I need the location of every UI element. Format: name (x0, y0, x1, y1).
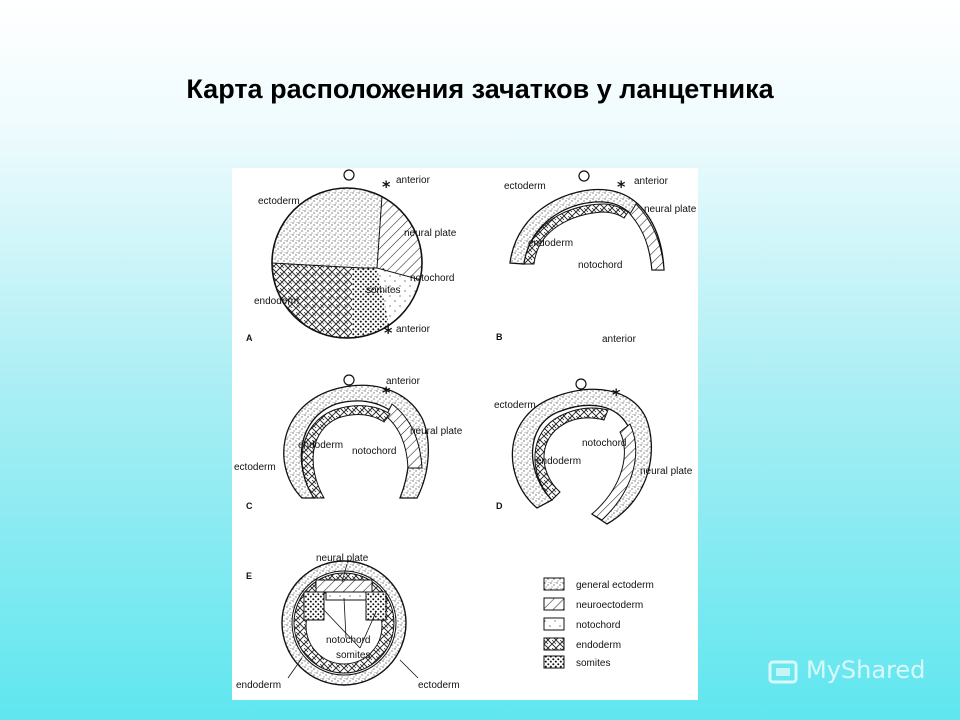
panel-e: neural plate notochord somites endoderm … (236, 553, 460, 691)
label-endoderm: endoderm (298, 440, 343, 451)
panel-letter: A (246, 333, 253, 343)
label-ectoderm: ectoderm (504, 181, 546, 192)
panel-c: * anterior neural plate notochord ectode… (234, 374, 463, 511)
label-endoderm: endoderm (236, 680, 281, 691)
ectoderm-arch (511, 388, 652, 525)
legend-label: notochord (576, 620, 620, 631)
label-anterior: anterior (634, 176, 669, 187)
label-ectoderm: ectoderm (418, 680, 460, 691)
legend-item-somites: somites (543, 655, 610, 669)
slide-title: Карта расположения зачатков у ланцетника (186, 74, 774, 104)
label-neural-plate: neural plate (644, 204, 697, 215)
legend: general ectoderm neuroectoderm notochord… (543, 577, 654, 669)
embryo-fate-map-figure: * * anterior ectoderm neural plate notoc… (232, 168, 698, 700)
polar-body-marker (343, 169, 355, 181)
panel-letter: C (246, 501, 253, 511)
legend-swatch (543, 637, 565, 651)
label-anterior: anterior (396, 324, 431, 335)
label-neural-plate: neural plate (640, 466, 693, 477)
polar-body-marker (578, 170, 590, 182)
label-somites: somites (366, 285, 400, 296)
fate-map-svg: * * anterior ectoderm neural plate notoc… (234, 169, 697, 691)
legend-label: somites (576, 658, 610, 669)
egg-outline (271, 187, 423, 339)
asterisk-marker: * (617, 177, 626, 196)
label-neural-plate: neural plate (410, 426, 463, 437)
legend-item-endoderm: endoderm (543, 637, 621, 651)
label-notochord: notochord (410, 273, 454, 284)
legend-swatch (543, 597, 565, 611)
notochord-region (325, 591, 367, 601)
panel-letter: D (496, 501, 503, 511)
legend-label: general ectoderm (576, 580, 654, 591)
label-somites: somites (336, 650, 370, 661)
label-endoderm: endoderm (536, 456, 581, 467)
label-notochord: notochord (352, 446, 396, 457)
myshared-logo-icon (768, 660, 798, 684)
label-notochord: notochord (326, 635, 370, 646)
legend-swatch (543, 577, 565, 591)
panel-letter: B (496, 332, 503, 342)
polar-body-marker (343, 374, 355, 386)
label-anterior: anterior (396, 175, 431, 186)
legend-swatch (543, 617, 565, 631)
panel-d: * ectoderm notochord endoderm neural pla… (494, 378, 693, 525)
polar-body-marker (575, 378, 587, 390)
label-ectoderm: ectoderm (234, 462, 276, 473)
label-endoderm: endoderm (254, 296, 299, 307)
label-neural-plate: neural plate (316, 553, 369, 564)
label-notochord: notochord (578, 260, 622, 271)
label-anterior: anterior (602, 334, 637, 345)
legend-item-general-ectoderm: general ectoderm (543, 577, 654, 591)
panel-letter: E (246, 571, 252, 581)
watermark-text: MyShared (806, 656, 926, 684)
legend-item-notochord: notochord (543, 617, 620, 631)
legend-swatch (543, 655, 565, 669)
panel-b: * ectoderm anterior neural plate endoder… (496, 170, 697, 345)
label-ectoderm: ectoderm (494, 400, 536, 411)
legend-item-neuroectoderm: neuroectoderm (543, 597, 643, 611)
label-anterior: anterior (386, 376, 421, 387)
legend-label: endoderm (576, 640, 621, 651)
somites-region (365, 591, 387, 621)
ectoderm-arch (283, 384, 429, 499)
panel-a: * * anterior ectoderm neural plate notoc… (246, 169, 457, 343)
somites-region (303, 591, 325, 621)
legend-label: neuroectoderm (576, 600, 643, 611)
label-notochord: notochord (582, 438, 626, 449)
asterisk-marker: * (384, 323, 393, 342)
neural-plate-region (315, 579, 373, 593)
label-endoderm: endoderm (528, 238, 573, 249)
label-neural-plate: neural plate (404, 228, 457, 239)
asterisk-marker: * (612, 385, 621, 404)
asterisk-marker: * (382, 383, 391, 402)
label-ectoderm: ectoderm (258, 196, 300, 207)
asterisk-marker: * (382, 177, 391, 196)
